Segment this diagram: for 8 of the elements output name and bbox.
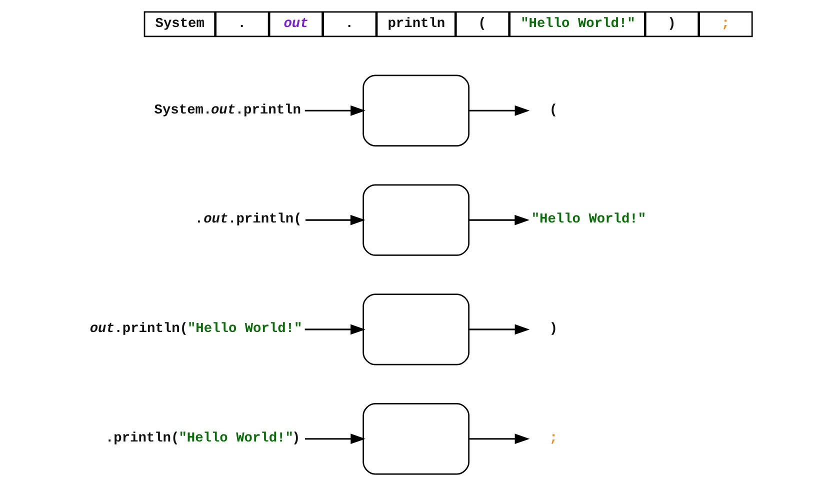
node-text: ;: [548, 431, 558, 446]
node-text: out.println("Hello World!": [89, 322, 302, 338]
node-text: .out.println(: [194, 212, 302, 228]
node-text: "Hello World!": [530, 212, 646, 228]
node-text: ): [548, 322, 558, 338]
node-text: (: [548, 103, 558, 118]
node-text: .println("Hello World!"): [104, 431, 300, 446]
node-text: System.out.println: [154, 103, 300, 118]
